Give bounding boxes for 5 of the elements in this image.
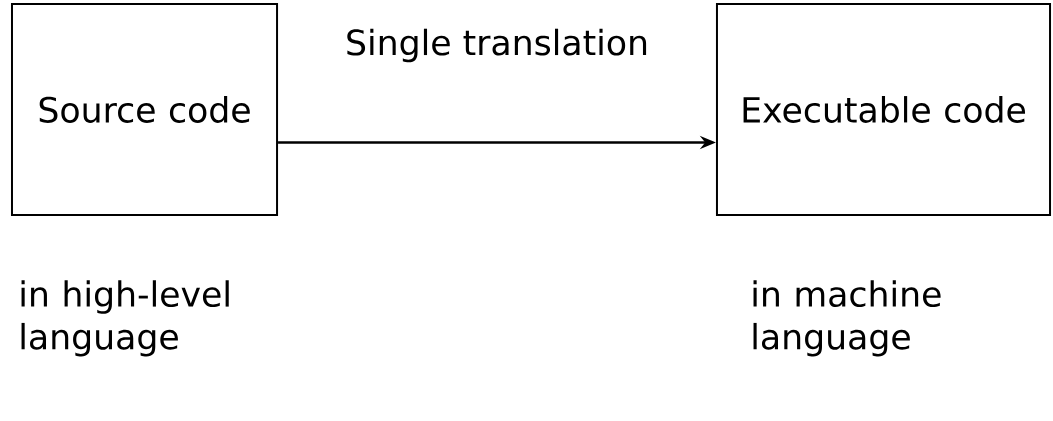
caption-text: in high-level language [21, 280, 229, 357]
caption-text: in machine language [753, 280, 941, 357]
process-box: Source code [11, 3, 279, 216]
edge-label: Single translation [347, 28, 647, 63]
process-box: Executable code [715, 3, 1052, 216]
